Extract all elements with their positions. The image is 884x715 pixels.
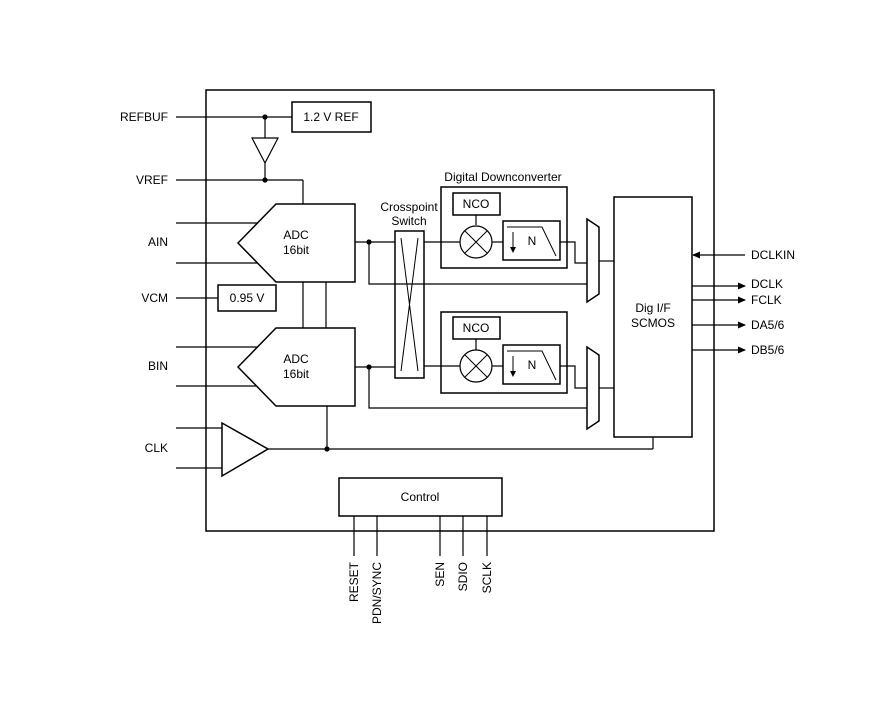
decimate-a-arrow-icon: [510, 247, 516, 253]
nco-a-label: NCO: [463, 197, 490, 211]
pin-vref: VREF: [136, 173, 168, 187]
control-label: Control: [401, 490, 440, 504]
pin-sdio: SDIO: [456, 562, 470, 591]
crosspoint-label-1: Crosspoint: [380, 200, 438, 214]
pin-da: DA5/6: [751, 318, 785, 332]
filter-b-label: N: [528, 358, 537, 372]
dig-if-label-2: SCMOS: [631, 316, 675, 330]
chip-outline: [205, 89, 715, 532]
adc-a-block: [236, 203, 356, 283]
pin-sen: SEN: [433, 562, 447, 587]
adc-a-label-2: 16bit: [283, 243, 310, 257]
pin-clk: CLK: [145, 441, 168, 455]
ddc-title: Digital Downconverter: [444, 170, 561, 184]
pin-sclk: SCLK: [480, 562, 494, 593]
pin-fclk: FCLK: [751, 293, 782, 307]
nco-b-label: NCO: [463, 321, 490, 335]
filter-a-label: N: [528, 234, 537, 248]
dig-if-label-1: Dig I/F: [635, 301, 670, 315]
ref-1v2-block: [291, 101, 372, 133]
crosspoint-label-2: Switch: [391, 214, 426, 228]
pin-db: DB5/6: [751, 343, 785, 357]
clock-buffer-amp: [221, 421, 270, 478]
pin-bin: BIN: [148, 359, 168, 373]
mux-a: [586, 217, 600, 304]
mux-b: [586, 345, 600, 431]
adc-b-label-1: ADC: [283, 352, 309, 366]
vcm-095-label: 0.95 V: [230, 291, 265, 305]
pin-reset: RESET: [347, 561, 361, 602]
pin-vcm: VCM: [141, 291, 168, 305]
dig-if-block: [613, 196, 693, 438]
ref-buffer-amp: [251, 137, 279, 165]
control-block: [338, 477, 503, 517]
vcm-095-block: [217, 284, 277, 312]
pin-dclkin: DCLKIN: [751, 248, 795, 262]
adc-a-label-1: ADC: [283, 228, 309, 242]
ref-1v2-label: 1.2 V REF: [303, 110, 358, 124]
pin-ain: AIN: [148, 235, 168, 249]
pin-dclk: DCLK: [751, 277, 783, 291]
adc-b-label-2: 16bit: [283, 367, 310, 381]
decimate-b-arrow-icon: [510, 371, 516, 377]
pin-pdn-sync: PDN/SYNC: [370, 562, 384, 624]
pin-refbuf: REFBUF: [120, 110, 168, 124]
